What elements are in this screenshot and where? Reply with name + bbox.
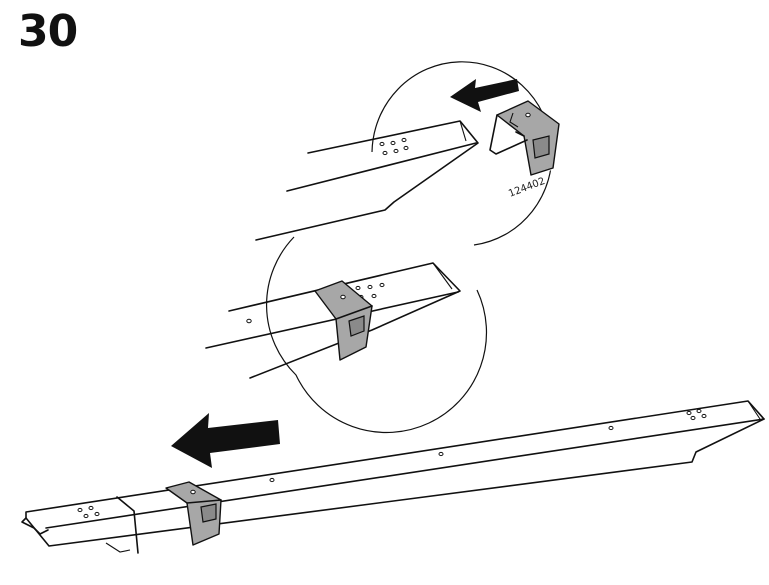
long-beam [21,400,765,554]
beam-end-outline [255,120,479,241]
left-arrow-icon [171,413,280,468]
detail-callout-clip-before: 124402 [255,61,560,246]
rail-clip-icon [165,481,222,546]
rail-clip-icon [314,280,373,361]
beam-holes [686,408,707,421]
step-number: 30 [18,6,78,57]
beam-holes [379,137,409,156]
detail-callout-clip-mounted [205,236,488,434]
beam-holes [77,505,100,519]
left-arrow-icon [450,79,519,112]
rail-clip-icon [488,100,560,176]
